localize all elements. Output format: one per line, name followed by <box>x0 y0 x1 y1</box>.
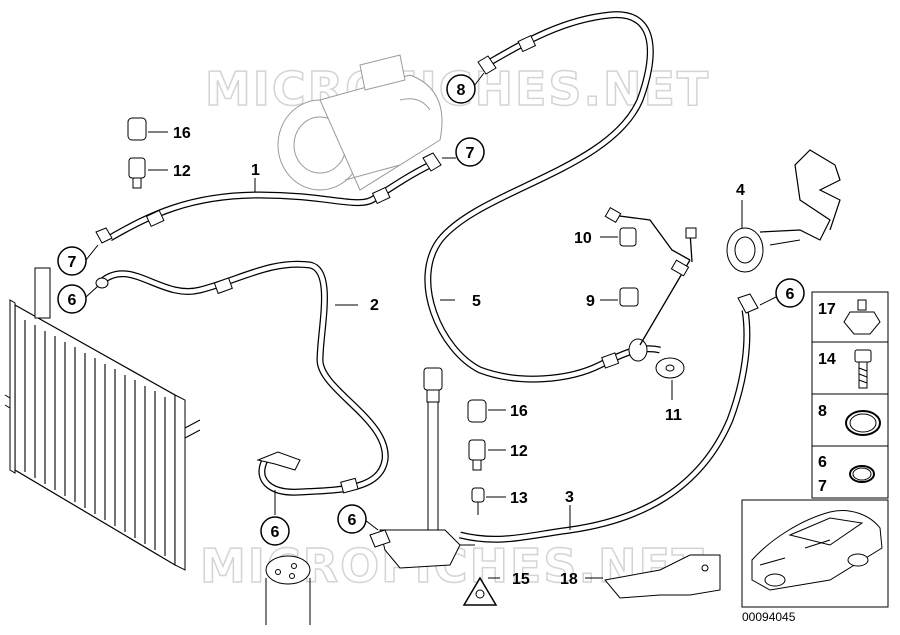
callout-6-left: 6 <box>68 292 77 309</box>
car-thumbnail <box>741 499 889 608</box>
callout-6-valve: 6 <box>348 512 357 529</box>
grommet-11 <box>655 357 685 379</box>
callout-1: 1 <box>251 162 260 179</box>
callout-9: 9 <box>586 293 595 310</box>
legend-label-6: 6 <box>818 454 827 471</box>
legend-part-6-7 <box>849 465 875 483</box>
callout-11: 11 <box>665 407 682 424</box>
callout-7-top: 7 <box>466 145 475 162</box>
callout-5: 5 <box>472 293 481 310</box>
valve-12b <box>468 439 486 471</box>
callout-8: 8 <box>457 82 466 99</box>
callout-10: 10 <box>574 230 592 247</box>
legend-part-8 <box>845 410 881 436</box>
bracket-18 <box>604 554 721 599</box>
condenser-illustration <box>4 267 201 571</box>
valve-13 <box>471 487 485 515</box>
callout-2: 2 <box>370 297 379 314</box>
cap-16a <box>127 117 147 141</box>
cap-16b <box>467 399 487 423</box>
legend-part-17 <box>843 299 881 335</box>
drier-canister <box>265 555 311 625</box>
callout-15: 15 <box>512 571 530 588</box>
hose-5 <box>424 11 697 383</box>
legend-panel: 17 14 8 6 7 <box>811 291 889 499</box>
hose-1 <box>95 152 442 244</box>
reference-number: 00094045 <box>742 610 796 624</box>
callout-13: 13 <box>510 490 528 507</box>
legend-label-7: 7 <box>818 478 827 495</box>
callout-circles <box>57 74 805 546</box>
legend-label-8: 8 <box>818 403 827 420</box>
valve-block <box>369 367 475 569</box>
callout-16-top: 16 <box>173 125 191 142</box>
callout-6-right: 6 <box>786 286 795 303</box>
expansion-valve-illustration <box>726 149 841 273</box>
hose-3 <box>459 293 759 543</box>
callout-4: 4 <box>736 182 745 199</box>
hose-2 <box>95 260 389 496</box>
callout-12-top: 12 <box>173 163 191 180</box>
callout-3: 3 <box>565 489 574 506</box>
compressor-illustration <box>277 54 443 191</box>
legend-part-14 <box>854 349 872 389</box>
callout-16-bottom: 16 <box>510 403 528 420</box>
leader-lines <box>85 72 781 579</box>
fitting-9 <box>619 287 639 307</box>
callout-18: 18 <box>560 571 578 588</box>
callout-6-bottom: 6 <box>271 524 280 541</box>
callout-12-bottom: 12 <box>510 443 528 460</box>
legend-label-17: 17 <box>818 301 836 318</box>
fitting-10 <box>619 227 637 247</box>
legend-label-14: 14 <box>818 351 836 368</box>
warning-label-15 <box>462 576 498 606</box>
valve-12a <box>128 157 146 189</box>
callout-7-left: 7 <box>68 254 77 271</box>
